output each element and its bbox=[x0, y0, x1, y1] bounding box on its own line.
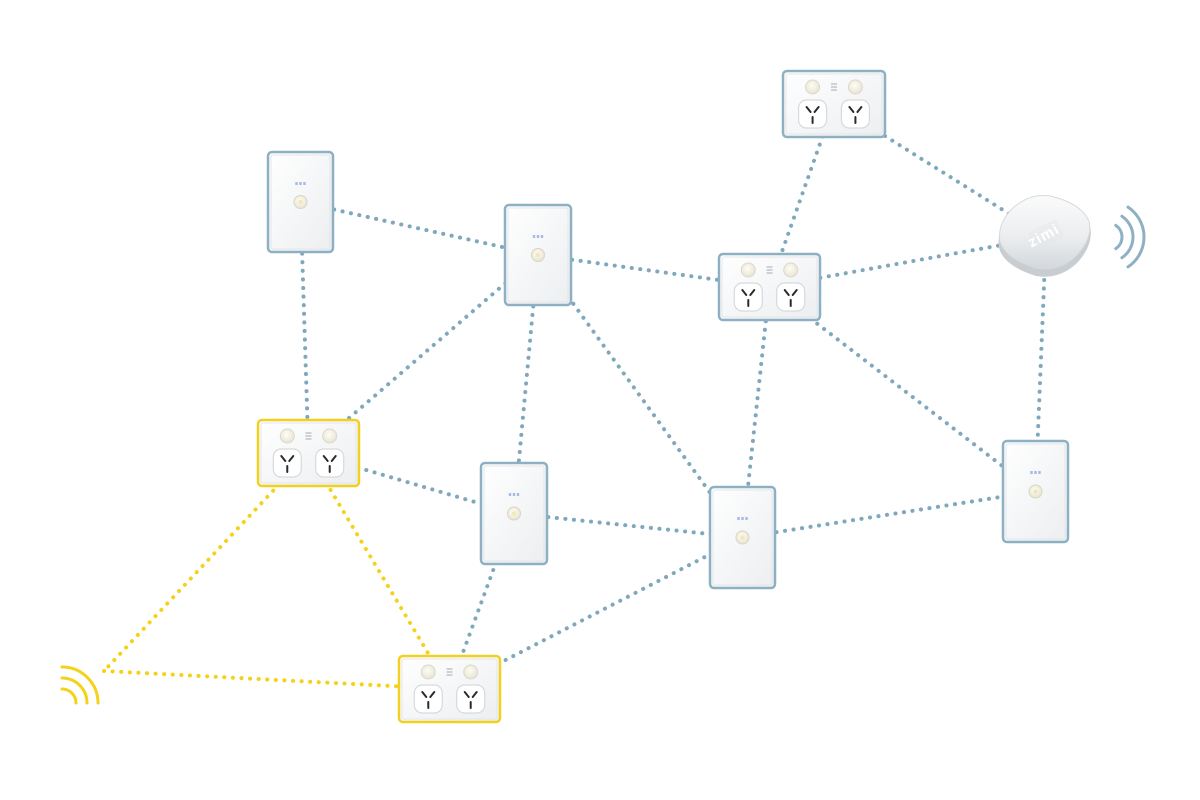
switch-device[interactable] bbox=[266, 150, 335, 254]
outlet-plate bbox=[781, 69, 887, 139]
indicator-icon bbox=[1030, 471, 1041, 474]
hub-signal-icon-arc bbox=[1120, 214, 1135, 260]
led-icon bbox=[535, 252, 541, 258]
link-outlet-left-phone-signal bbox=[102, 451, 311, 673]
hub-signal-icon-arc bbox=[1114, 223, 1124, 251]
outlet-switch-button-icon[interactable] bbox=[805, 79, 821, 95]
led-icon bbox=[740, 535, 745, 540]
wireless-signals bbox=[60, 205, 1146, 705]
indicator-icon bbox=[305, 432, 312, 440]
hub-signal-icon bbox=[1114, 205, 1146, 269]
indicator-icon bbox=[295, 182, 306, 185]
indicator-icon bbox=[508, 493, 520, 496]
outlet-device[interactable] bbox=[397, 654, 502, 724]
switch-device[interactable] bbox=[479, 461, 549, 566]
outlet-switch-button-icon[interactable] bbox=[847, 79, 863, 95]
led-icon bbox=[1033, 489, 1038, 494]
devices bbox=[256, 69, 1070, 724]
outlet-switch-button-icon[interactable] bbox=[322, 428, 338, 444]
phone-signal-icon-arc bbox=[60, 676, 89, 705]
link-switch-c-switch-d bbox=[512, 511, 745, 540]
outlet-plate bbox=[717, 252, 822, 322]
outlet-plate bbox=[256, 418, 361, 488]
link-switch-a-switch-b bbox=[298, 200, 540, 257]
outlet-switch-button-icon[interactable] bbox=[740, 262, 756, 278]
phone-signal-icon-arc bbox=[60, 665, 100, 705]
hub-group: zimi bbox=[998, 195, 1091, 277]
switch-device[interactable] bbox=[1001, 439, 1070, 544]
outlet-device[interactable] bbox=[781, 69, 887, 139]
led-icon bbox=[511, 511, 517, 516]
wireless-hub-icon[interactable] bbox=[998, 195, 1091, 277]
link-switch-b-outlet-left bbox=[306, 253, 540, 455]
link-switch-b-switch-d bbox=[536, 253, 745, 540]
phone-signal-icon-arc bbox=[60, 687, 78, 705]
indicator-icon bbox=[532, 235, 544, 238]
outlet-device[interactable] bbox=[256, 418, 361, 488]
link-hub-switch-e bbox=[1033, 235, 1048, 494]
indicator-icon bbox=[766, 266, 773, 274]
outlet-plate bbox=[397, 654, 502, 724]
hub-signal-icon-arc bbox=[1126, 205, 1146, 269]
phone-signal-icon bbox=[60, 665, 100, 705]
switch-device[interactable] bbox=[503, 203, 573, 307]
outlet-device[interactable] bbox=[717, 252, 822, 322]
link-outlet-mid-switch-d bbox=[740, 285, 772, 540]
outlet-switch-button-icon[interactable] bbox=[783, 262, 799, 278]
led-icon bbox=[298, 199, 303, 205]
indicator-icon bbox=[446, 668, 453, 676]
hub-label-plate bbox=[1028, 220, 1064, 250]
hub-body bbox=[999, 195, 1091, 270]
outlet-switch-button-icon[interactable] bbox=[279, 428, 295, 444]
link-phone-signal-outlet-bottom bbox=[102, 669, 452, 691]
switch-device[interactable] bbox=[708, 485, 777, 590]
outlet-switch-button-icon[interactable] bbox=[420, 664, 436, 680]
connection-links bbox=[102, 102, 1048, 691]
outlet-switch-button-icon[interactable] bbox=[463, 664, 479, 680]
indicator-icon bbox=[737, 517, 748, 520]
indicator-icon bbox=[831, 83, 837, 91]
link-outlet-left-outlet-bottom bbox=[306, 451, 452, 691]
link-switch-d-switch-e bbox=[740, 489, 1038, 540]
